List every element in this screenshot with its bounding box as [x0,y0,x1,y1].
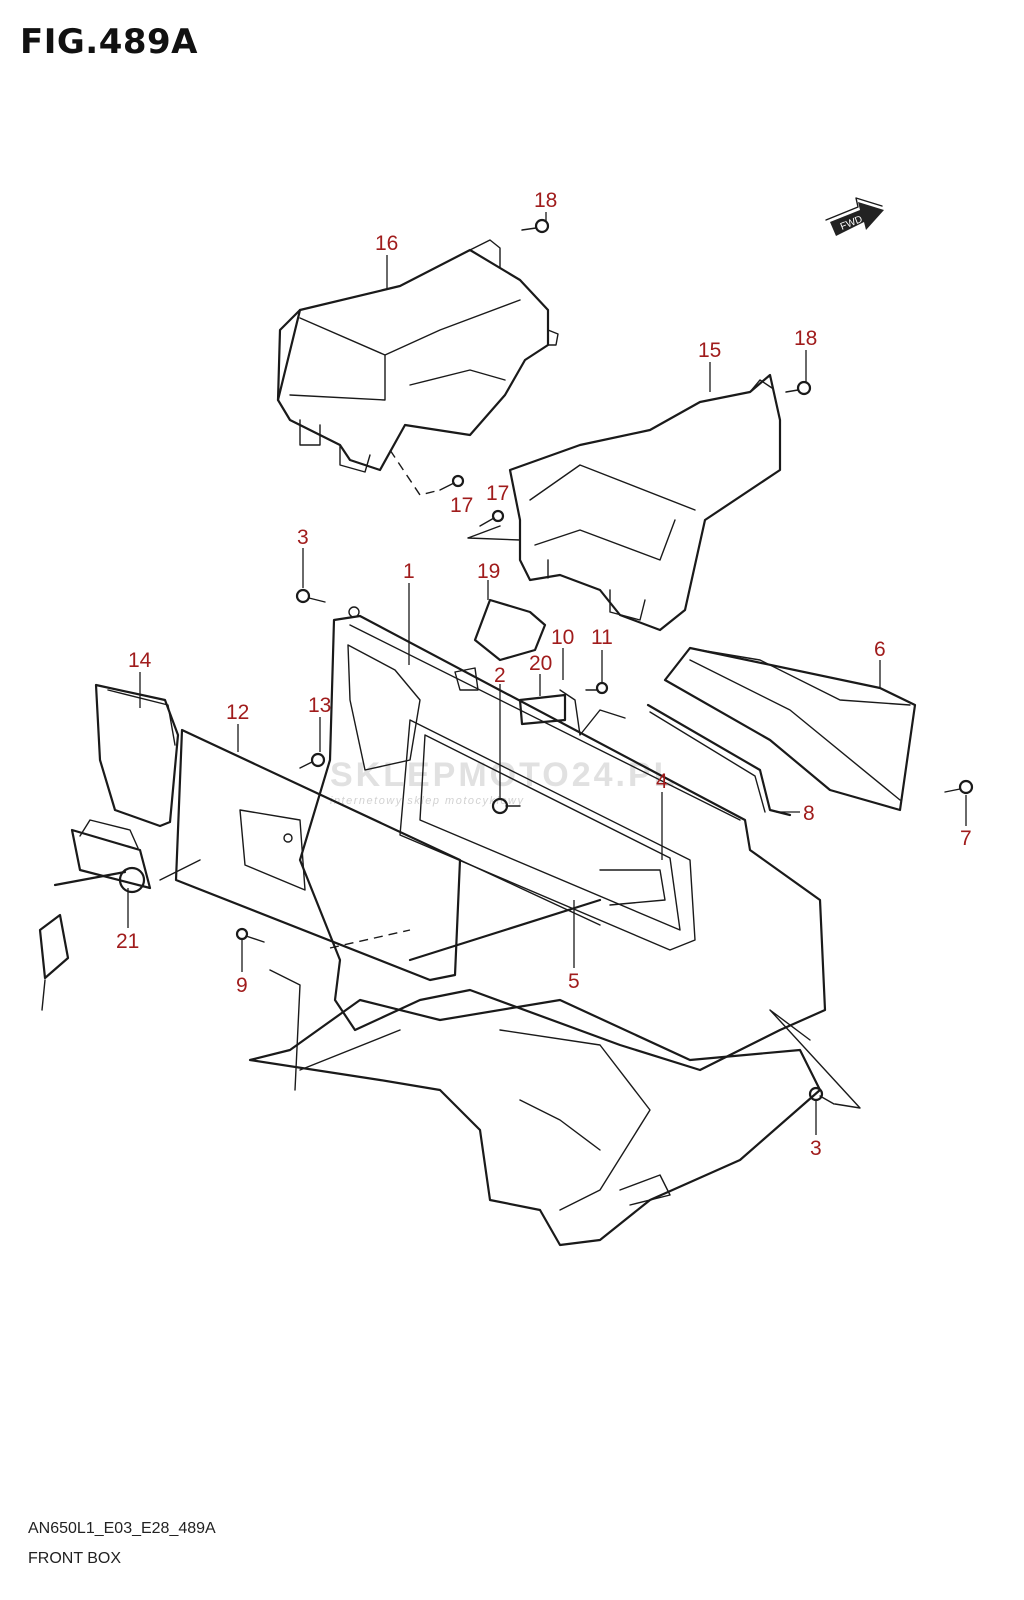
callout-17-left: 17 [450,494,473,517]
callout-20: 20 [529,652,552,675]
pointer-line-17-left [389,449,441,496]
footer: AN650L1_E03_E28_489A FRONT BOX [28,1514,216,1574]
part-21-lock [38,819,152,1011]
callout-10: 10 [551,626,574,649]
callout-6: 6 [874,638,886,661]
part-12-cover [174,728,462,982]
fwd-arrow-icon: FWD [825,197,884,236]
callout-18-upper: 18 [534,189,557,212]
figure-title: FIG.489A [20,22,198,62]
part-5-rod-hidden [329,929,411,949]
callout-9: 9 [236,974,248,997]
part-8-rod-edge [649,711,766,813]
screw-11-icon [585,681,609,695]
callout-18-right: 18 [794,327,817,350]
callout-17-right: 17 [486,482,509,505]
part-20-clip [518,693,567,726]
callout-3-lower: 3 [810,1137,822,1160]
callout-5: 5 [568,970,580,993]
part-15-duct [508,373,782,632]
part-19-pad [473,598,547,662]
callout-2: 2 [494,664,506,687]
watermark-main: SKLEPMOTO24.PL [330,756,677,794]
part-5-rod [408,898,602,962]
callout-7: 7 [960,827,972,850]
callout-3-upper: 3 [297,526,309,549]
callout-1: 1 [403,560,415,583]
screw-17-right-icon [479,509,505,527]
screw-18-right-icon [785,380,812,396]
callout-14: 14 [128,649,152,672]
callout-12: 12 [226,701,249,724]
pointer-line-3-lower [769,1009,861,1109]
callout-16: 16 [375,232,398,255]
screw-17-left-icon [439,474,465,491]
part-14-lid [94,683,180,828]
callout-15: 15 [698,339,721,362]
callout-8: 8 [803,802,815,825]
callout-13: 13 [308,694,331,717]
callout-11: 11 [591,626,613,649]
front-box-body [159,859,822,1247]
part-6-tray [663,646,917,812]
callout-19: 19 [477,560,500,583]
screw-13-icon [299,752,326,769]
screw-3-upper-icon [295,588,326,604]
pointer-line-17-right [467,525,521,541]
callout-21: 21 [116,930,139,953]
callout-4: 4 [656,770,668,793]
screw-18-upper-icon [521,218,550,234]
part-1-frame [298,606,827,1072]
footer-code: AN650L1_E03_E28_489A [28,1520,216,1537]
fwd-label: FWD [839,214,864,233]
part-16-duct [276,239,559,473]
watermark-sub: internetowy sklep motocyklowy [330,795,525,807]
screw-9-icon [235,927,265,943]
part-10-wire [559,689,626,736]
footer-name: FRONT BOX [28,1550,122,1567]
screw-7-icon [944,779,974,795]
